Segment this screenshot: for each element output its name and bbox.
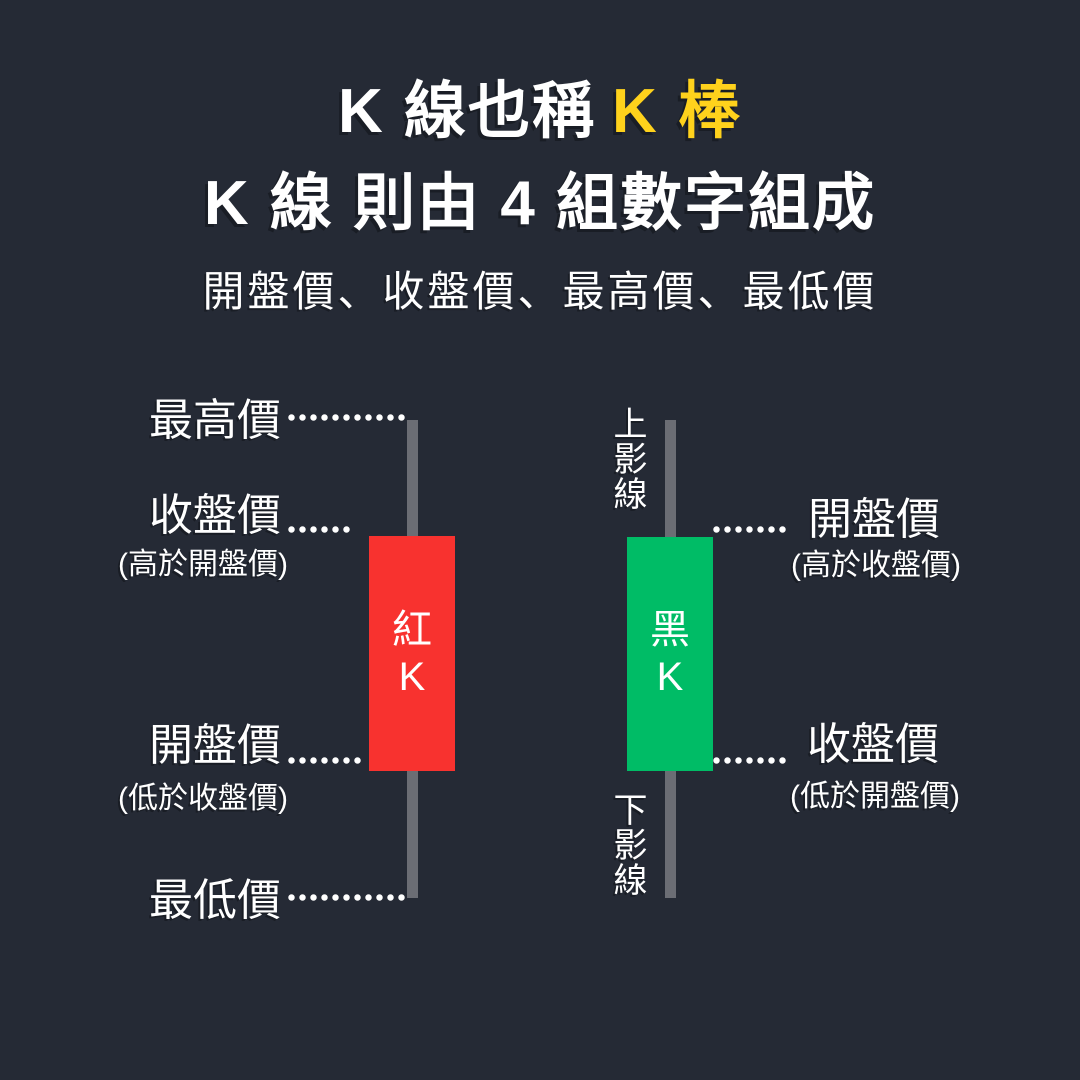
- page-subtitle: K 線 則由 4 組數字組成: [203, 169, 877, 238]
- red-low-price-label: 最低價: [149, 876, 281, 925]
- red-low-dotted-leader: [288, 894, 406, 901]
- red-candle-body: 紅 K: [369, 536, 455, 771]
- page-title-white-part: K 線也稱: [337, 77, 596, 146]
- green-candle-body: 黑 K: [627, 537, 713, 771]
- red-close-price-label: 收盤價: [149, 491, 281, 540]
- upper-shadow-label: 上影線: [608, 406, 646, 511]
- green-open-price-label: 開盤價: [808, 495, 940, 544]
- green-close-price-note: (低於開盤價): [790, 780, 960, 813]
- red-open-price-label: 開盤價: [149, 721, 281, 770]
- green-candle-name-k: K: [656, 655, 684, 699]
- page-title-yellow-part: K 棒: [612, 77, 743, 146]
- red-open-price-note: (低於收盤價): [118, 782, 288, 815]
- red-candle-name-k: K: [398, 654, 426, 699]
- page-tagline: 開盤價、收盤價、最高價、最低價: [202, 268, 878, 315]
- red-high-price-label: 最高價: [149, 396, 281, 445]
- red-open-dotted-leader: [288, 757, 364, 764]
- red-candle-name-char: 紅: [392, 607, 432, 652]
- red-close-price-note: (高於開盤價): [118, 548, 288, 581]
- green-close-price-label: 收盤價: [807, 720, 939, 769]
- green-open-dotted-leader: [713, 526, 787, 533]
- green-candle-name-char: 黑: [650, 608, 690, 652]
- red-close-dotted-leader: [288, 526, 354, 533]
- red-high-dotted-leader: [288, 414, 406, 421]
- lower-shadow-label: 下影線: [608, 792, 646, 897]
- green-open-price-note: (高於收盤價): [791, 549, 961, 582]
- green-close-dotted-leader: [713, 757, 789, 764]
